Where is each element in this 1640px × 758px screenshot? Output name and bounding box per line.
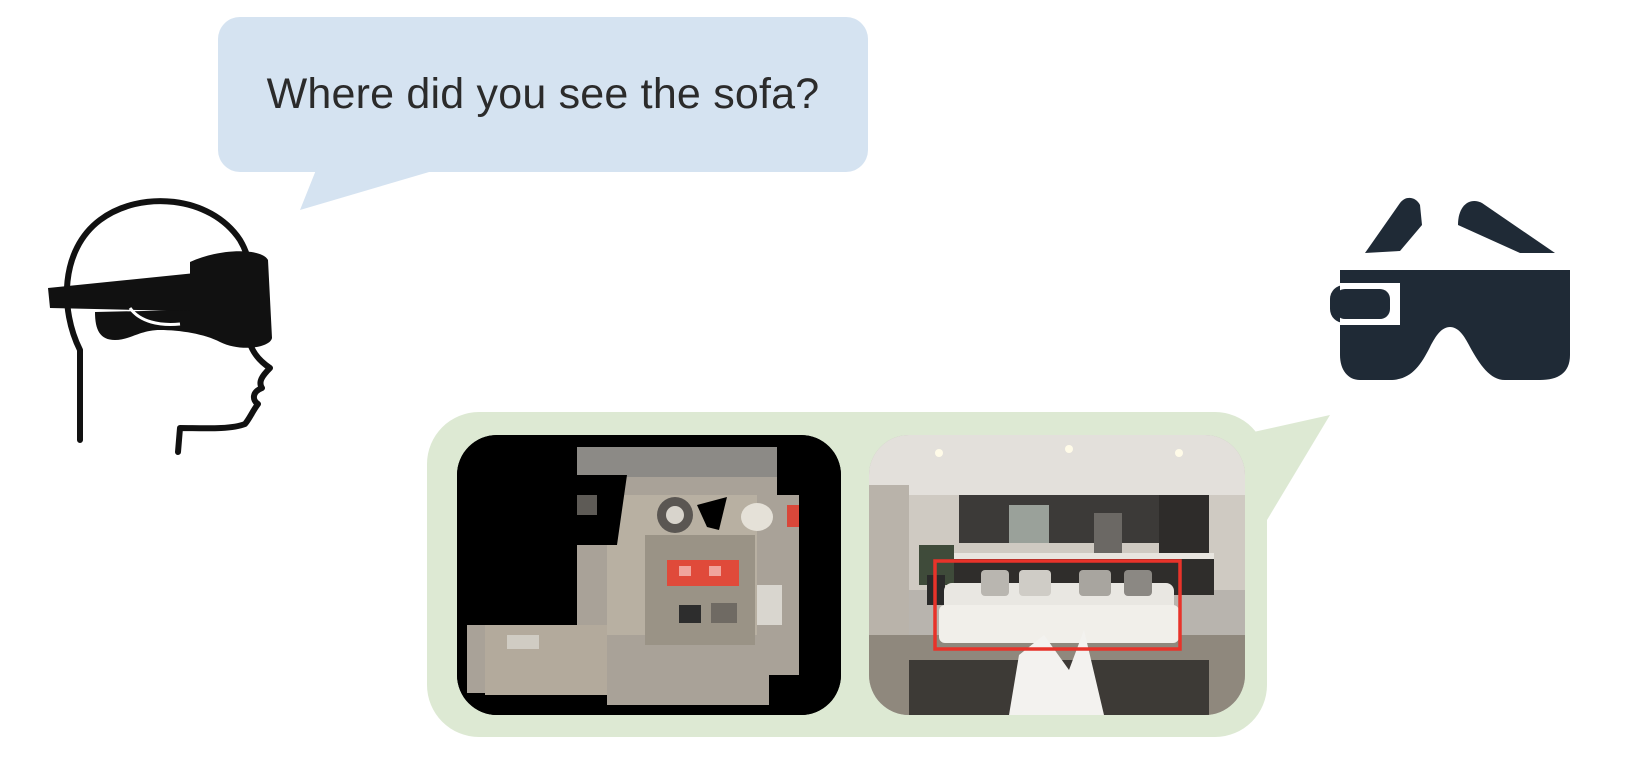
question-bubble (218, 17, 868, 172)
question-bubble-tail (300, 160, 470, 210)
floor-map-image (457, 435, 841, 715)
answer-bubble-tail (1240, 415, 1330, 565)
scene-photo (869, 435, 1245, 715)
vr-headset-head-icon (48, 198, 273, 455)
smart-glasses-icon (1330, 197, 1570, 380)
question-text: Where did you see the sofa? (266, 70, 820, 118)
